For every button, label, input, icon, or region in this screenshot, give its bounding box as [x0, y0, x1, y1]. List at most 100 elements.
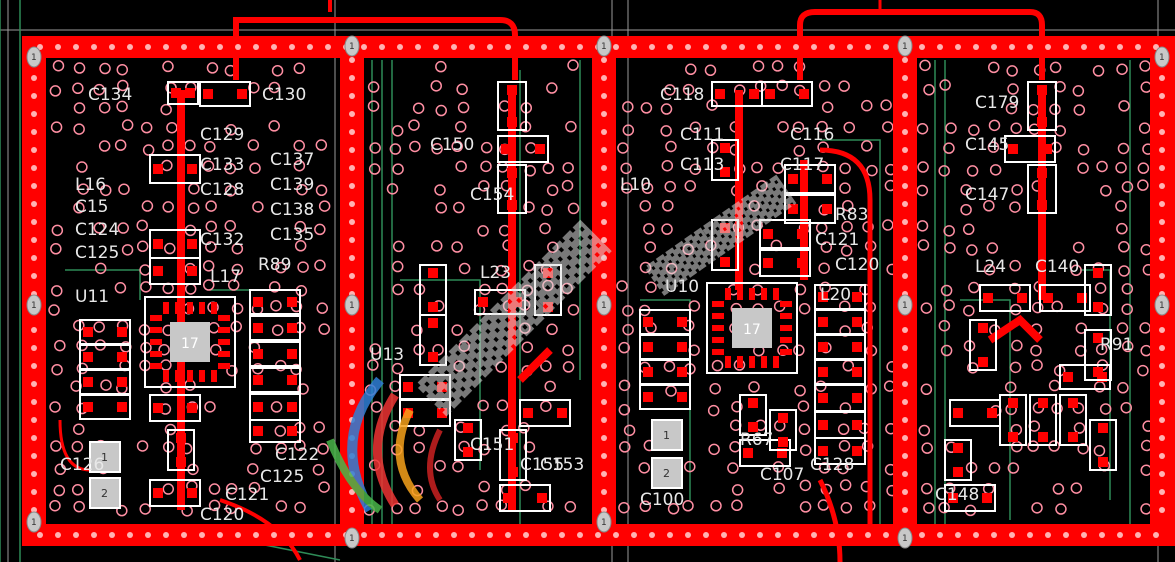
passive-footprint[interactable]: [249, 393, 301, 421]
passive-footprint[interactable]: [519, 399, 571, 427]
side-pad: [651, 457, 683, 489]
passive-footprint[interactable]: [249, 367, 301, 393]
via: [523, 441, 536, 453]
passive-footprint[interactable]: [1029, 394, 1057, 446]
passive-footprint[interactable]: [499, 429, 527, 481]
passive-footprint[interactable]: [979, 284, 1031, 312]
via: [773, 482, 785, 494]
passive-footprint[interactable]: [1027, 81, 1057, 131]
passive-footprint[interactable]: [944, 439, 972, 481]
via: [1009, 259, 1021, 272]
passive-footprint[interactable]: [1084, 264, 1112, 316]
passive-footprint[interactable]: [149, 154, 201, 184]
passive-footprint[interactable]: [1084, 329, 1112, 381]
via: [567, 304, 580, 316]
passive-footprint[interactable]: [814, 359, 866, 385]
passive-footprint[interactable]: [474, 289, 526, 315]
copper-via-dots: [31, 44, 1165, 538]
designator-label: L10: [620, 175, 651, 195]
via: [451, 324, 463, 336]
bus-via: [469, 532, 475, 538]
passive-footprint[interactable]: [999, 394, 1027, 446]
passive-footprint[interactable]: [167, 429, 195, 471]
passive-footprint[interactable]: [1089, 419, 1117, 471]
via: [51, 224, 64, 237]
bus-via: [991, 44, 997, 50]
via: [1117, 382, 1129, 394]
passive-footprint[interactable]: [711, 219, 739, 271]
passive-footprint[interactable]: [761, 81, 813, 107]
passive-footprint[interactable]: [149, 257, 201, 285]
passive-footprint[interactable]: [249, 289, 301, 315]
passive-footprint[interactable]: [419, 314, 447, 366]
passive-footprint[interactable]: [497, 135, 549, 163]
passive-footprint[interactable]: [79, 344, 131, 370]
via: [436, 500, 449, 512]
designator-label: C15: [75, 197, 109, 217]
passive-footprint[interactable]: [969, 319, 997, 371]
passive-footprint[interactable]: [499, 484, 551, 512]
passive-footprint[interactable]: [497, 81, 527, 131]
bus-via: [349, 93, 355, 99]
bus-via: [349, 345, 355, 351]
passive-footprint[interactable]: [639, 334, 691, 360]
passive-footprint[interactable]: [759, 219, 811, 249]
passive-footprint[interactable]: [79, 394, 131, 420]
bus-via: [271, 44, 277, 50]
via: [620, 162, 632, 175]
qfn-ic[interactable]: 17: [144, 296, 236, 388]
component-footprints[interactable]: [79, 81, 1117, 512]
via: [54, 339, 66, 352]
qfn-ic[interactable]: 17: [706, 282, 798, 374]
passive-footprint[interactable]: [454, 419, 482, 461]
passive-footprint[interactable]: [814, 437, 866, 465]
passive-footprint[interactable]: [759, 249, 811, 277]
passive-footprint[interactable]: [199, 81, 251, 107]
via: [314, 223, 326, 236]
via: [412, 102, 425, 114]
passive-footprint[interactable]: [739, 439, 791, 467]
designator-label: C151: [470, 435, 514, 455]
passive-footprint[interactable]: [1059, 394, 1087, 446]
designator-label: R89: [258, 255, 291, 275]
passive-footprint[interactable]: [711, 139, 739, 181]
via: [294, 240, 307, 252]
passive-footprint[interactable]: [497, 164, 527, 214]
via: [296, 183, 308, 196]
passive-footprint[interactable]: [534, 264, 562, 316]
via: [618, 379, 631, 392]
via: [544, 380, 556, 393]
passive-footprint[interactable]: [949, 399, 1001, 427]
passive-footprint[interactable]: [249, 419, 301, 443]
passive-footprint[interactable]: [639, 384, 691, 410]
via: [116, 504, 128, 517]
via: [567, 59, 579, 71]
passive-footprint[interactable]: [769, 409, 797, 451]
passive-footprint[interactable]: [249, 315, 301, 341]
via: [52, 59, 65, 72]
via: [1027, 440, 1039, 452]
bus-via: [31, 489, 37, 495]
via: [208, 499, 221, 512]
passive-footprint[interactable]: [167, 81, 199, 105]
passive-footprint[interactable]: [814, 334, 866, 360]
passive-footprint[interactable]: [149, 394, 201, 422]
passive-footprint[interactable]: [249, 341, 301, 367]
via: [496, 282, 508, 295]
passive-footprint[interactable]: [1004, 135, 1056, 163]
passive-footprint[interactable]: [739, 394, 767, 436]
passive-footprint[interactable]: [149, 479, 201, 507]
passive-footprint[interactable]: [784, 164, 836, 194]
passive-footprint[interactable]: [1027, 164, 1057, 214]
designator-label: C134: [88, 85, 132, 105]
bus-via: [601, 57, 607, 63]
passive-footprint[interactable]: [944, 484, 996, 512]
bus-via: [31, 507, 37, 513]
passive-footprint[interactable]: [1039, 284, 1091, 312]
via: [51, 285, 63, 297]
plane-pin: [897, 527, 913, 549]
bus-via: [349, 201, 355, 207]
passive-footprint[interactable]: [79, 319, 131, 345]
